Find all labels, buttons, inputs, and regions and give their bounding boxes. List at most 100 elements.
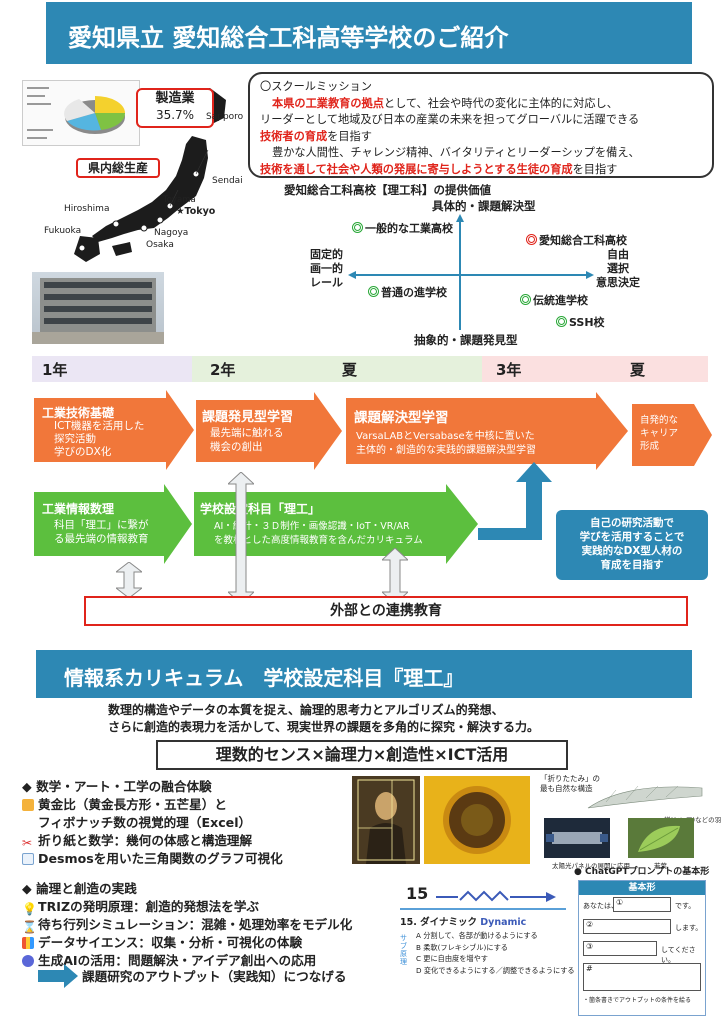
city-hiroshima: Hiroshima [64, 204, 110, 214]
blue-line-2: 学びを活用することで [579, 531, 685, 543]
quadrant-item-aichi: 愛知総合工科高校 [526, 232, 627, 248]
g1-title: 工業情報数理 [42, 502, 115, 516]
g2-line-1: AI・統計・３Ｄ制作・画像認識・IoT・VR/AR [214, 521, 410, 532]
leaf-caption: 若葉 [654, 862, 667, 870]
gpt-row-1-suffix: です。 [675, 902, 696, 910]
triz-title-jp: 15. ダイナミック [400, 917, 477, 928]
mission-highlight-2: 技術者の育成 [260, 129, 328, 143]
mission-text-3: を目指す [327, 129, 372, 143]
summer1-label: 夏 [342, 361, 358, 379]
a3-line-2: 主体的・創造的な実践的課題解決型学習 [356, 445, 536, 456]
triz-title: 15. ダイナミック Dynamic [400, 914, 526, 928]
item-ssh-label: SSH校 [569, 316, 605, 329]
quadrant-top-label: 具体的・課題解決型 [432, 199, 536, 213]
quadrant-item-ssh: SSH校 [556, 314, 605, 330]
year3-label: 3年 [496, 361, 522, 379]
gpt-field-4: # [583, 963, 701, 991]
triz-divider [400, 908, 566, 910]
a3-lines: VarsaLABとVersabaseを中核に置いた 主体的・創造的な実践的課題解… [356, 430, 536, 458]
g1-lines: 科目「理工」に繋が る最先端の情報教育 [54, 518, 149, 546]
mission-highlight-3: 技術を通して社会や人類の発展に寄与しようとする生徒の育成 [260, 162, 573, 176]
a1-title: 工業技術基礎 [42, 406, 115, 420]
gpt-row-1-label: あなたは、 [583, 902, 618, 910]
s1-item-2: フィボナッチ数の視覚的理（Excel） [38, 815, 252, 830]
red-ring-icon [526, 234, 537, 245]
triz-item-d: D 変化できるようにする／調整できるようにする [416, 965, 575, 975]
gpt-title: ● ChatGPTプロンプトの基本形 [574, 867, 710, 877]
chart-icon [22, 853, 34, 865]
origami-caption: 「折りたたみ」の 最も自然な構造 [540, 774, 600, 793]
intro-line-1: 数理的構造やデータの本質を捉え、論理的思考力とアルゴリズム的発想、 [108, 703, 504, 717]
flow-arrow-riko-subject: 学校設定科目「理工」 AI・統計・３Ｄ制作・画像認識・IoT・VR/AR を教材… [194, 484, 478, 564]
s1-item-3: 折り紙と数学：幾何の体感と構造理解 [38, 833, 253, 848]
mission-heading: 〇スクールミッション [260, 80, 372, 93]
wave-arrow-icon [436, 890, 556, 902]
quadrant-item-general: 一般的な工業高校 [352, 220, 453, 236]
quadrant-item-traditional: 伝統進学校 [520, 292, 588, 308]
year1-label: 1年 [42, 361, 68, 379]
item-traditional-label: 伝統進学校 [533, 294, 588, 307]
quadrant-item-normal: 普通の進学校 [368, 284, 447, 300]
right-label-2: 選択 [607, 262, 629, 275]
timeline-year1: 1年 [32, 356, 192, 382]
item-normal-label: 普通の進学校 [381, 286, 447, 299]
green-ring-icon [352, 222, 363, 233]
gpt-field-1: ① [613, 897, 671, 912]
japan-map: 製造業 35.7% 県内総生産 Sapporo Sendai Toyama ★T… [20, 78, 246, 268]
left-label-3: レール [310, 276, 343, 289]
s2-item-3: データサイエンス：収集・分析・可視化の体験 [38, 935, 303, 950]
manufacturing-badge: 製造業 35.7% [136, 88, 214, 128]
green-ring-icon [520, 294, 531, 305]
quadrant-bottom-label: 抽象的・課題発見型 [414, 333, 518, 347]
a4-line-3: 形成 [640, 441, 660, 452]
year2-label: 2年 [210, 361, 236, 379]
mission-text-2: リーダーとして地域及び日本の産業の未来を担ってグローバルに活躍できる [260, 113, 640, 126]
a1-line-1: ICT機器を活用した [54, 420, 145, 432]
gpt-row-3-suffix: してください。 [661, 946, 696, 964]
blue-line-1: 自己の研究活動で [590, 517, 674, 529]
school-mission-box: 〇スクールミッション 本県の工業教育の拠点として、社会や時代の変化に主体的に対応… [248, 72, 714, 178]
section2-title: 情報系カリキュラム 学校設定科目『理工』 [64, 666, 464, 690]
a2-line-1: 最先端に触れる [210, 427, 284, 439]
city-toyama: Toyama [163, 195, 196, 205]
city-sendai: Sendai [212, 176, 243, 186]
lightbulb-icon: 💡 [22, 902, 37, 916]
city-sapporo: Sapporo [206, 112, 244, 122]
motto-box: 理数的センス×論理力×創造性×ICT活用 [156, 740, 568, 770]
school-building-photo [32, 272, 164, 344]
gpt-row-2-suffix: します。 [675, 924, 703, 932]
a1-lines: ICT機器を活用した 探究活動 学びのDX化 [54, 420, 144, 459]
double-arrow-3 [382, 548, 408, 604]
section-fusion: ◆ 数学・アート・工学の融合体験 黄金比（黄金長方形・五芒星）と フィボナッチ数… [22, 778, 283, 868]
left-label-1: 固定的 [310, 248, 343, 261]
flow-arrow-solving: 課題解決型学習 VarsaLABとVersabaseを中核に置いた 主体的・創造… [346, 392, 628, 470]
s2-item-1: TRIZの発明原理：創造的発想法を学ぶ [38, 899, 260, 914]
flow-arrow-career: 自発的な キャリア 形成 [632, 404, 712, 466]
flow-arrow-industrial-tech: 工業技術基礎 ICT機器を活用した 探究活動 学びのDX化 [34, 390, 194, 470]
double-arrow-1 [116, 562, 142, 598]
a4-lines: 自発的な キャリア 形成 [640, 414, 678, 453]
blue-line-3: 実践的なDX型人材の [581, 545, 683, 557]
triz-title-en: Dynamic [480, 917, 527, 928]
green-ring-icon [368, 286, 379, 297]
city-nagoya: Nagoya [154, 228, 189, 238]
section-fusion-title: ◆ 数学・アート・工学の融合体験 [22, 779, 212, 794]
green-ring-icon [556, 316, 567, 327]
solar-caption: 太陽光パネルの展開に応用 [552, 862, 630, 870]
mission-text-4: 豊かな人間性、チャレンジ精神、バイタリティとリーダーシップを備え、 [272, 146, 640, 159]
a3-line-1: VarsaLABとVersabaseを中核に置いた [356, 431, 535, 442]
gpt-note: ・箇条書きでアウトプットの条件を絵る [583, 997, 692, 1004]
triz-number: 15 [406, 884, 429, 903]
horizontal-axis [348, 264, 594, 279]
item-general-label: 一般的な工業高校 [365, 222, 453, 235]
quadrant-left-labels: 固定的 画一的 レール [310, 248, 343, 290]
gpt-card-header: 基本形 [579, 881, 705, 895]
gpt-prompt-card: 基本形 あなたは、 ① です。 ② します。 ③ してください。 # ・箇条書き… [578, 880, 706, 1016]
quadrant-right-labels: 自由 選択 意思決定 [596, 248, 640, 290]
school-building-image [32, 278, 164, 344]
badge-value: 35.7% [155, 108, 195, 122]
hourglass-icon: ⌛ [22, 920, 37, 934]
a1-line-3: 学びのDX化 [54, 446, 112, 458]
flow-arrow-info-math: 工業情報数理 科目「理工」に繋が る最先端の情報教育 [34, 484, 192, 564]
s2-item-2: 待ち行列シミュレーション：混雑・処理効率をモデル化 [38, 917, 353, 932]
